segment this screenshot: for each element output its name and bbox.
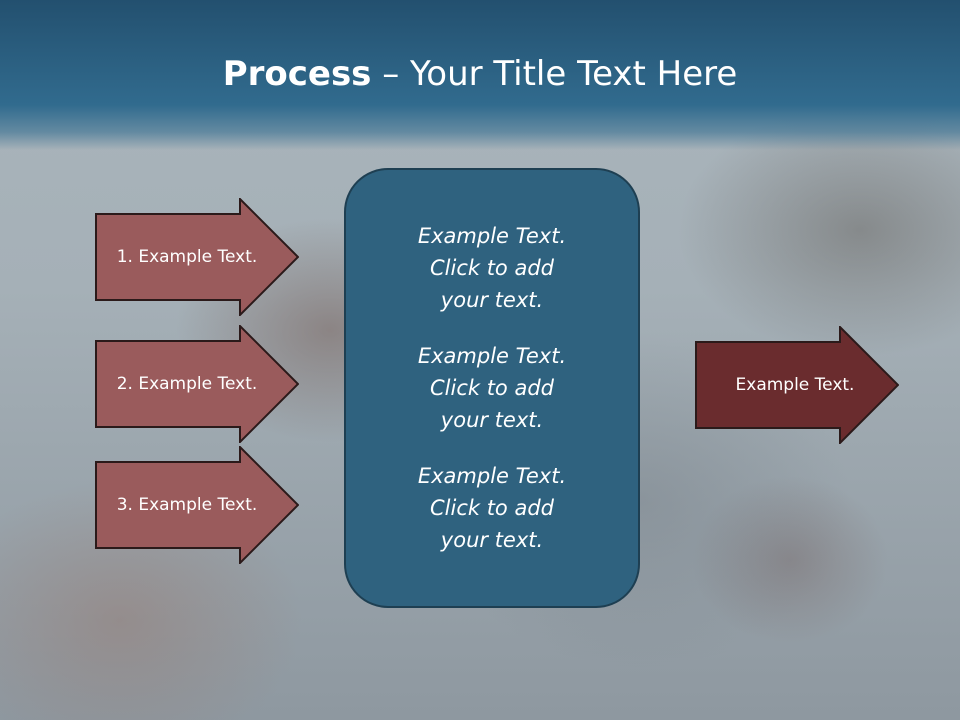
arrow-shape [695, 326, 899, 444]
right-arrow-label: Example Text. [735, 375, 855, 395]
left-arrow-1[interactable]: 1. Example Text. [95, 198, 299, 316]
left-arrow-3-label: 3. Example Text. [116, 495, 258, 515]
title-bar [0, 0, 960, 150]
arrow-shape [95, 198, 299, 316]
center-text-item-2: Example Text. Click to add your text. [417, 344, 567, 432]
center-text-box[interactable]: Example Text. Click to add your text. Ex… [344, 168, 640, 608]
left-arrow-1-label: 1. Example Text. [116, 247, 258, 267]
title-rest: – Your Title Text Here [371, 54, 738, 94]
left-arrow-2[interactable]: 2. Example Text. [95, 325, 299, 443]
arrow-shape [95, 446, 299, 564]
left-arrow-2-label: 2. Example Text. [116, 374, 258, 394]
left-arrow-3[interactable]: 3. Example Text. [95, 446, 299, 564]
center-text-item-3: Example Text. Click to add your text. [417, 464, 567, 552]
arrow-shape [95, 325, 299, 443]
right-arrow[interactable]: Example Text. [695, 326, 899, 444]
slide-title[interactable]: Process – Your Title Text Here [0, 52, 960, 96]
center-text-item-1: Example Text. Click to add your text. [417, 224, 567, 312]
title-bold: Process [222, 54, 372, 94]
